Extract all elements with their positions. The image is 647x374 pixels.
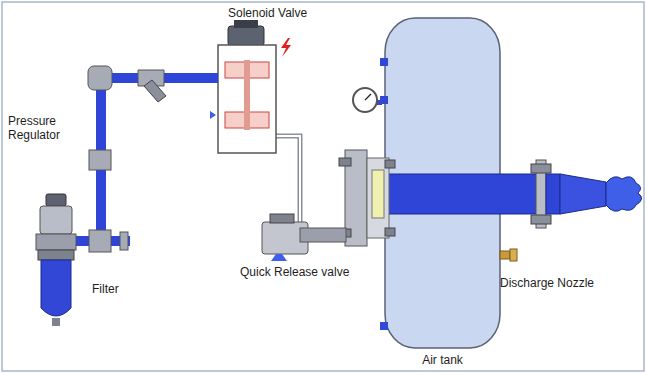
- part-label: Solenoid Valve: [228, 6, 338, 20]
- part-label: Quick Release valve: [240, 265, 370, 279]
- part-label: Discharge Nozzle: [500, 276, 610, 290]
- part-label: Filter: [92, 282, 152, 296]
- part-label: Pressure Regulator: [8, 114, 78, 142]
- part-label: Air tank: [400, 353, 485, 367]
